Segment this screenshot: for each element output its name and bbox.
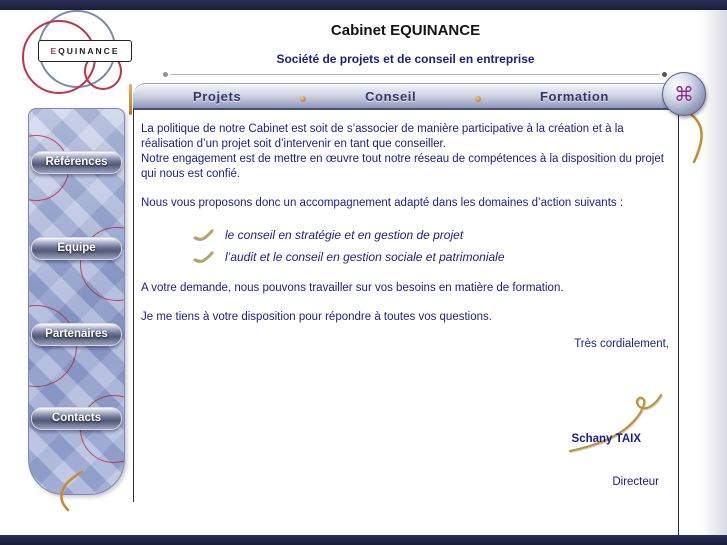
page-subtitle: Société de projets et de conseil en entr… xyxy=(276,52,535,66)
service-list: le conseil en stratégie et en gestion de… xyxy=(141,225,669,267)
red-ring-decoration xyxy=(29,305,77,387)
orange-swoosh-decoration xyxy=(680,106,703,164)
intro-paragraph-2: Notre engagement est de mettre en œuvre … xyxy=(141,153,664,180)
knot-glyph-icon: ⌘ xyxy=(674,82,694,106)
signature-flourish-icon xyxy=(569,394,663,453)
content-left-border xyxy=(133,110,134,502)
nav-separator-dot xyxy=(475,96,482,102)
main-content: La politique de notre Cabinet est soit d… xyxy=(141,122,669,490)
nav-tab-projets[interactable]: Projets xyxy=(193,88,242,104)
sidebar-orange-hook-decoration xyxy=(60,470,84,512)
sidebar-item-references[interactable]: Références xyxy=(31,151,122,174)
bottom-border-bar xyxy=(0,535,727,545)
list-item: le conseil en stratégie et en gestion de… xyxy=(193,225,669,245)
nav-tab-formation[interactable]: Formation xyxy=(540,88,609,104)
domains-intro: Nous vous proposons donc un accompagneme… xyxy=(141,197,624,209)
service-item-text: l’audit et le conseil en gestion sociale… xyxy=(225,249,505,264)
nav-orange-tick-decoration xyxy=(129,84,132,115)
logo-text: EQUINANCE xyxy=(50,46,120,56)
sidebar-item-partenaires[interactable]: Partenaires xyxy=(31,323,122,346)
signature-area: Schany TAIX xyxy=(141,352,669,467)
content-right-border xyxy=(678,85,679,535)
main-nav: Projets Conseil Formation xyxy=(133,83,679,110)
sidebar: Références Equipe Partenaires Contacts xyxy=(28,108,125,495)
service-item-text: le conseil en stratégie et en gestion de… xyxy=(225,227,464,242)
intro-paragraph-1: La politique de notre Cabinet est soit d… xyxy=(141,123,624,150)
top-border-bar xyxy=(0,0,727,10)
check-swoosh-icon xyxy=(193,251,214,263)
list-item: l’audit et le conseil en gestion sociale… xyxy=(193,247,669,267)
closing-line: Très cordialement, xyxy=(574,338,669,350)
header-divider xyxy=(163,72,667,77)
availability-note: Je me tiens à votre disposition pour rép… xyxy=(141,311,492,323)
formation-note: A votre demande, nous pouvons travailler… xyxy=(141,282,564,294)
page-title: Cabinet EQUINANCE xyxy=(330,22,481,39)
equinance-logo[interactable]: EQUINANCE xyxy=(22,6,132,108)
check-swoosh-icon xyxy=(193,229,214,241)
sidebar-item-contacts[interactable]: Contacts xyxy=(31,407,122,430)
nav-separator-dot xyxy=(300,96,307,102)
compass-medallion-icon: ⌘ xyxy=(662,72,706,116)
logo-nameplate: EQUINANCE xyxy=(38,40,132,62)
signature-title: Directeur xyxy=(612,476,659,488)
sidebar-item-equipe[interactable]: Equipe xyxy=(31,237,122,260)
nav-tab-conseil[interactable]: Conseil xyxy=(365,88,417,104)
signature-name: Schany TAIX xyxy=(571,433,641,445)
